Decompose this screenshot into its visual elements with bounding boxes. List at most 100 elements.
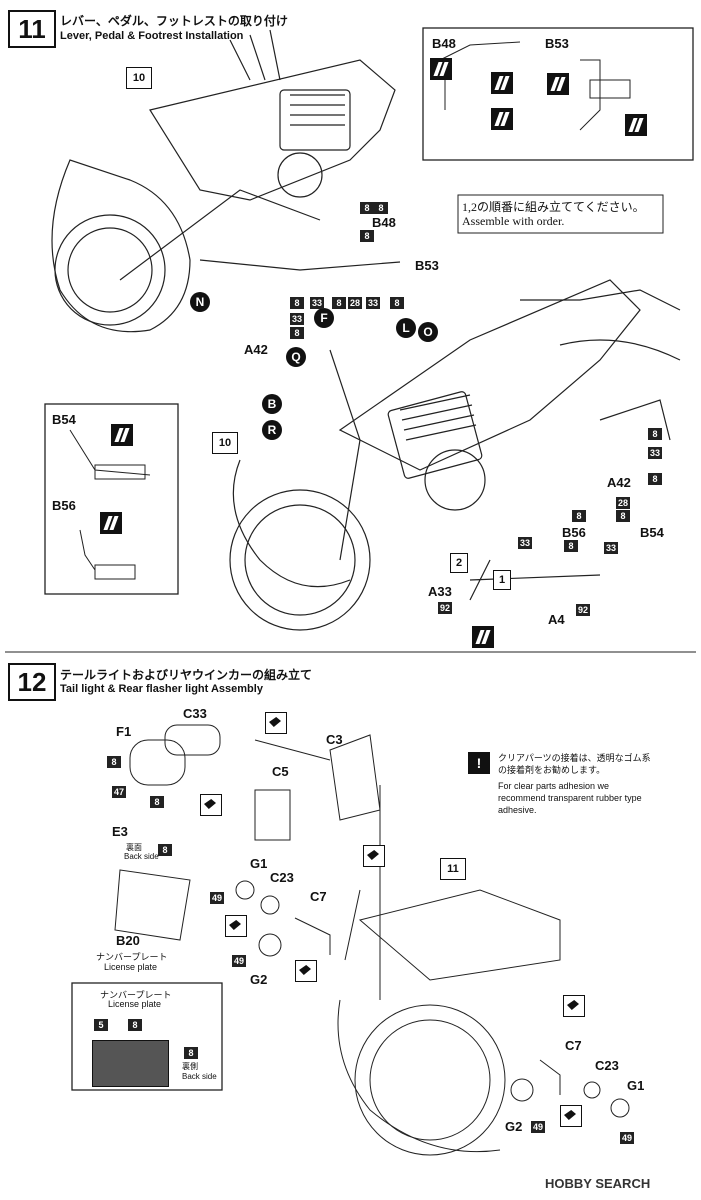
clear-adhesive-icon <box>560 1105 582 1127</box>
paint-code: 33 <box>518 537 532 549</box>
cement-icon <box>430 58 452 80</box>
step-11-title-jp: レバー、ペダル、フットレストの取り付け <box>60 14 288 28</box>
clear-adhesive-icon <box>200 794 222 816</box>
paint-code: 28 <box>616 497 630 509</box>
paint-code: 8 <box>360 202 374 214</box>
paint-code: 28 <box>348 297 362 309</box>
part-a33: A33 <box>428 584 452 599</box>
plate-label-jp: ナンバープレート <box>96 952 168 962</box>
back-side2-jp: 裏側 <box>182 1062 198 1071</box>
paint-code: 92 <box>576 604 590 616</box>
plate-box-label-en: License plate <box>108 999 162 1009</box>
part-c23-right: C23 <box>595 1058 619 1073</box>
paint-code: 33 <box>604 542 618 554</box>
plate-box-label-jp: ナンバープレート <box>100 990 172 1000</box>
cement-icon <box>625 114 647 136</box>
part-c33: C33 <box>183 706 207 721</box>
connector-marker-o: O <box>418 322 438 342</box>
step-11-number: 11 <box>8 10 56 48</box>
part-e3: E3 <box>112 824 128 839</box>
part-b54: B54 <box>52 412 76 427</box>
paint-code: 49 <box>210 892 224 904</box>
plate-label-en: License plate <box>104 962 158 972</box>
part-b56-main: B56 <box>562 525 586 540</box>
part-b53-inset: B53 <box>545 36 569 51</box>
part-b54-main: B54 <box>640 525 664 540</box>
paint-code: 33 <box>290 313 304 325</box>
plate-back-view <box>92 1040 169 1087</box>
part-b56: B56 <box>52 498 76 513</box>
clear-adhesive-icon <box>265 712 287 734</box>
paint-code: 5 <box>94 1019 108 1031</box>
part-g1-right: G1 <box>627 1078 645 1093</box>
paint-code: 8 <box>572 510 586 522</box>
paint-code: 8 <box>564 540 578 552</box>
paint-code: 8 <box>360 230 374 242</box>
paint-code: 8 <box>150 796 164 808</box>
order-mark-2: 2 <box>450 553 468 573</box>
clear-adhesive-icon <box>563 995 585 1017</box>
paint-code: 8 <box>184 1047 198 1059</box>
cement-icon <box>100 512 122 534</box>
paint-code: 8 <box>158 844 172 856</box>
cement-icon <box>491 72 513 94</box>
part-b53: B53 <box>415 258 439 273</box>
cement-icon <box>472 626 494 648</box>
part-c7: C7 <box>310 889 327 904</box>
part-g1: G1 <box>250 856 268 871</box>
paint-code: 49 <box>620 1132 634 1144</box>
clear-note-en: For clear parts adhesion we recommend tr… <box>498 781 642 815</box>
step-12-title-jp: テールライトおよびリヤウインカーの組み立て <box>60 668 313 682</box>
connector-marker-n: N <box>190 292 210 312</box>
connector-marker-l: L <box>396 318 416 338</box>
order-note-en: Assemble with order. <box>462 214 565 228</box>
connector-marker-q: Q <box>286 347 306 367</box>
clear-adhesive-icon: ! <box>468 752 490 774</box>
paint-code: 92 <box>438 602 452 614</box>
part-g2: G2 <box>250 972 268 987</box>
order-mark-1: 1 <box>493 570 511 590</box>
clear-adhesive-icon <box>363 845 385 867</box>
part-c23: C23 <box>270 870 294 885</box>
part-a42: A42 <box>244 342 268 357</box>
step-11-ref-step-box-2: 10 <box>212 432 238 454</box>
paint-code: 8 <box>374 202 388 214</box>
paint-code: 8 <box>648 428 662 440</box>
paint-code: 8 <box>332 297 346 309</box>
watermark-logo: HOBBY SEARCH <box>545 1176 651 1191</box>
back-side-jp: 裏面 <box>126 843 142 852</box>
part-a42-right: A42 <box>607 475 631 490</box>
order-note-jp: 1,2の順番に組み立ててください。 <box>462 200 645 214</box>
step-11-title-en: Lever, Pedal & Footrest Installation <box>60 30 244 42</box>
paint-code: 8 <box>107 756 121 768</box>
step-11-ref-step-box: 10 <box>126 67 152 89</box>
part-b48-inset: B48 <box>432 36 456 51</box>
connector-marker-f: F <box>314 308 334 328</box>
paint-code: 8 <box>128 1019 142 1031</box>
back-side2-en: Back side <box>182 1072 217 1081</box>
paint-code: 47 <box>112 786 126 798</box>
connector-marker-b: B <box>262 394 282 414</box>
clear-adhesive-icon <box>225 915 247 937</box>
step-12-number: 12 <box>8 663 56 701</box>
back-side-en: Back side <box>124 852 159 861</box>
cement-icon <box>547 73 569 95</box>
paint-code: 8 <box>290 297 304 309</box>
part-c7-right: C7 <box>565 1038 582 1053</box>
part-c5: C5 <box>272 764 289 779</box>
cement-icon <box>491 108 513 130</box>
part-a4: A4 <box>548 612 565 627</box>
paint-code: 33 <box>310 297 324 309</box>
part-c3: C3 <box>326 732 343 747</box>
paint-code: 49 <box>531 1121 545 1133</box>
clear-note-jp: クリアパーツの接着は、透明なゴム系の接着剤をお勧めします。 <box>498 753 651 775</box>
clear-adhesive-icon <box>295 960 317 982</box>
part-g2-right: G2 <box>505 1119 523 1134</box>
cement-icon <box>111 424 133 446</box>
step-12-ref-step-box: 11 <box>440 858 466 880</box>
connector-marker-r: R <box>262 420 282 440</box>
step-12-title-en: Tail light & Rear flasher light Assembly <box>60 683 263 695</box>
paint-code: 8 <box>648 473 662 485</box>
part-b48: B48 <box>372 215 396 230</box>
